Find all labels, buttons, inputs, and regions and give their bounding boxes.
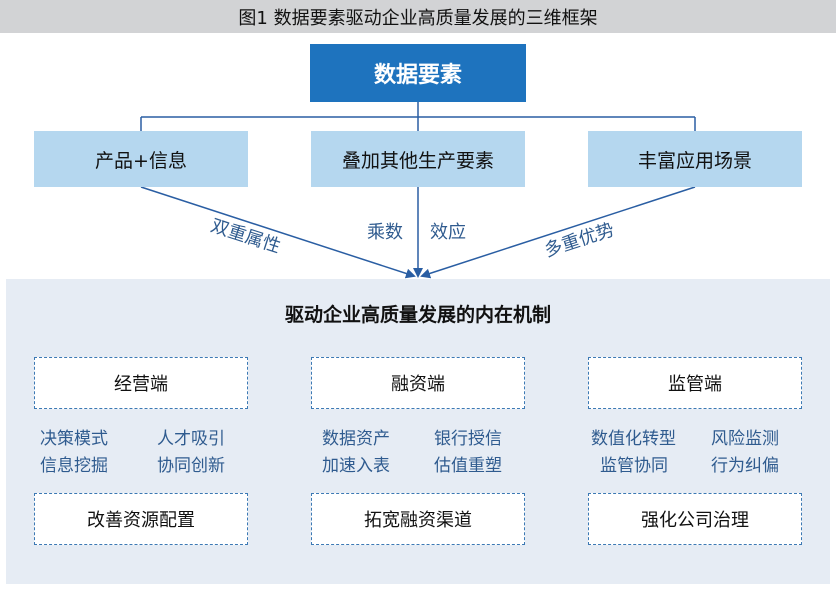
- arrow-right: [420, 186, 696, 279]
- col3-right-line2: 行为纠偏: [711, 456, 779, 476]
- col3-left-line2: 监管协同: [600, 456, 668, 476]
- col3-left-text: 数值化转型 监管协同: [591, 426, 676, 480]
- node-application-scenarios: 丰富应用场景: [588, 131, 802, 187]
- col2-result: 拓宽融资渠道: [311, 493, 525, 545]
- col1-left-line1: 决策模式: [40, 429, 108, 449]
- col1-head: 经营端: [34, 357, 248, 409]
- node-product-info: 产品+信息: [34, 131, 248, 187]
- col2-left-text: 数据资产 加速入表: [322, 426, 390, 480]
- col2-left-line2: 加速入表: [322, 456, 390, 476]
- col3-right-line1: 风险监测: [711, 429, 779, 449]
- col2-right-text: 银行授信 估值重塑: [434, 426, 502, 480]
- label-multiplier: 乘数: [367, 222, 403, 243]
- label-effect: 效应: [430, 222, 466, 243]
- col1-right-line2: 协同创新: [157, 456, 225, 476]
- col2-right-line2: 估值重塑: [434, 456, 502, 476]
- col3-right-text: 风险监测 行为纠偏: [711, 426, 779, 480]
- col2-right-line1: 银行授信: [434, 429, 502, 449]
- col1-result: 改善资源配置: [34, 493, 248, 545]
- col1-left-text: 决策模式 信息挖掘: [40, 426, 108, 480]
- panel-title: 驱动企业高质量发展的内在机制: [284, 304, 551, 326]
- arrow-left: [140, 186, 416, 279]
- col2-head: 融资端: [311, 357, 525, 409]
- node-data-elements: 数据要素: [310, 44, 526, 102]
- col1-right-line1: 人才吸引: [157, 429, 225, 449]
- col1-right-text: 人才吸引 协同创新: [157, 426, 225, 480]
- col3-result: 强化公司治理: [588, 493, 802, 545]
- col3-left-line1: 数值化转型: [591, 429, 676, 449]
- node-other-factors: 叠加其他生产要素: [311, 131, 525, 187]
- figure-title: 图1 数据要素驱动企业高质量发展的三维框架: [0, 0, 836, 33]
- col3-head: 监管端: [588, 357, 802, 409]
- col2-left-line1: 数据资产: [322, 429, 390, 449]
- col1-left-line2: 信息挖掘: [40, 456, 108, 476]
